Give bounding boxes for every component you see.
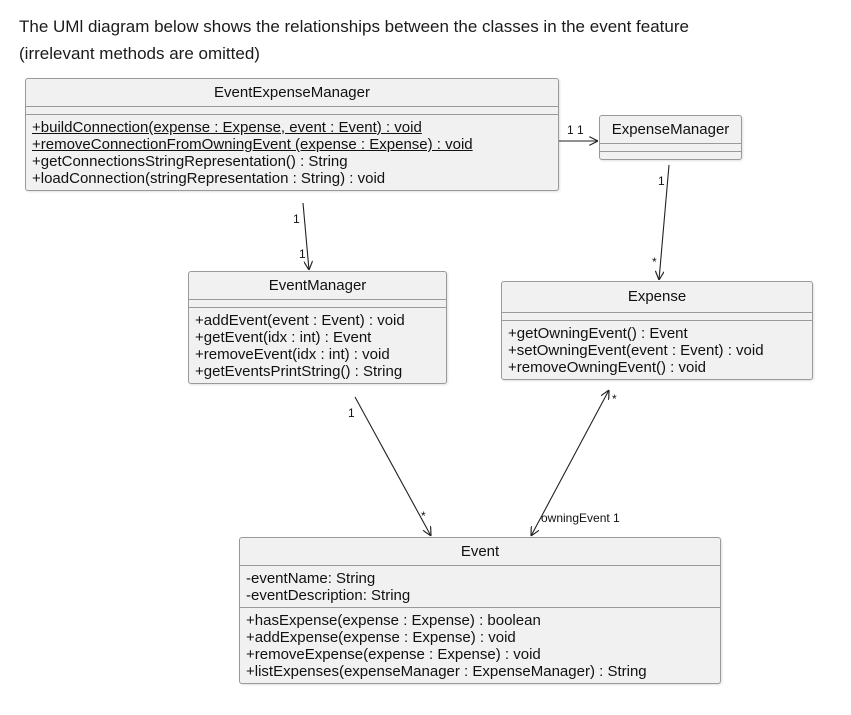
class-name: Event [240,538,720,566]
multiplicity-label: * [612,392,617,406]
method: +addEvent(event : Event) : void [195,312,405,329]
multiplicity-label: * [421,509,426,523]
multiplicity-label: 1 [299,247,306,261]
multiplicity-label: 1 [658,174,665,188]
class-eventmanager: EventManager +addEvent(event : Event) : … [188,271,447,384]
method: +removeEvent(idx : int) : void [195,346,390,363]
method: +buildConnection(expense : Expense, even… [32,119,422,136]
class-expense: Expense +getOwningEvent() : Event +setOw… [501,281,813,380]
methods-section: +addEvent(event : Event) : void +getEven… [189,308,446,383]
assoc-eem-evm [302,202,309,270]
multiplicity-label: * [652,255,657,269]
fields-section: -eventName: String -eventDescription: St… [240,566,720,608]
intro-text: The UMl diagram below shows the relation… [19,13,829,67]
method: +removeExpense(expense : Expense) : void [246,646,541,663]
methods-section: +hasExpense(expense : Expense) : boolean… [240,608,720,683]
class-eventexpensemanager: EventExpenseManager +buildConnection(exp… [25,78,559,191]
class-expensemanager: ExpenseManager [599,115,742,160]
multiplicity-label: 1 [577,123,584,137]
multiplicity-label: 1 [293,212,300,226]
class-name: ExpenseManager [600,116,741,144]
fields-section [502,313,812,321]
method: +getEventsPrintString() : String [195,363,403,380]
field: -eventDescription: String [246,587,411,604]
method: +getEvent(idx : int) : Event [195,329,372,346]
multiplicity-label: owningEvent 1 [541,511,620,525]
method: +getConnectionsStringRepresentation() : … [32,153,348,170]
method: +removeConnectionFromOwningEvent (expens… [32,136,473,153]
methods-section [600,152,741,159]
field: -eventName: String [246,570,376,587]
fields-section [189,300,446,308]
multiplicity-label: 1 [348,406,355,420]
method: +hasExpense(expense : Expense) : boolean [246,612,541,629]
method: +setOwningEvent(event : Event) : void [508,342,764,359]
method: +removeOwningEvent() : void [508,359,707,376]
method: +getOwningEvent() : Event [508,325,688,342]
method: +listExpenses(expenseManager : ExpenseMa… [246,663,647,680]
class-name: EventManager [189,272,446,300]
methods-section: +buildConnection(expense : Expense, even… [26,115,558,190]
methods-section: +getOwningEvent() : Event +setOwningEven… [502,321,812,379]
intro-line-2: (irrelevant methods are omitted) [19,44,260,63]
multiplicity-label: 1 [567,123,574,137]
method: +addExpense(expense : Expense) : void [246,629,516,646]
fields-section [600,144,741,152]
fields-section [26,107,558,115]
assoc-em-exp [659,164,670,280]
method: +loadConnection(stringRepresentation : S… [32,170,386,187]
assoc-exp-ev [531,390,609,536]
class-name: EventExpenseManager [26,79,558,107]
class-name: Expense [502,282,812,313]
intro-line-1: The UMl diagram below shows the relation… [19,17,689,36]
class-event: Event -eventName: String -eventDescripti… [239,537,721,684]
assoc-evm-ev [354,396,431,536]
